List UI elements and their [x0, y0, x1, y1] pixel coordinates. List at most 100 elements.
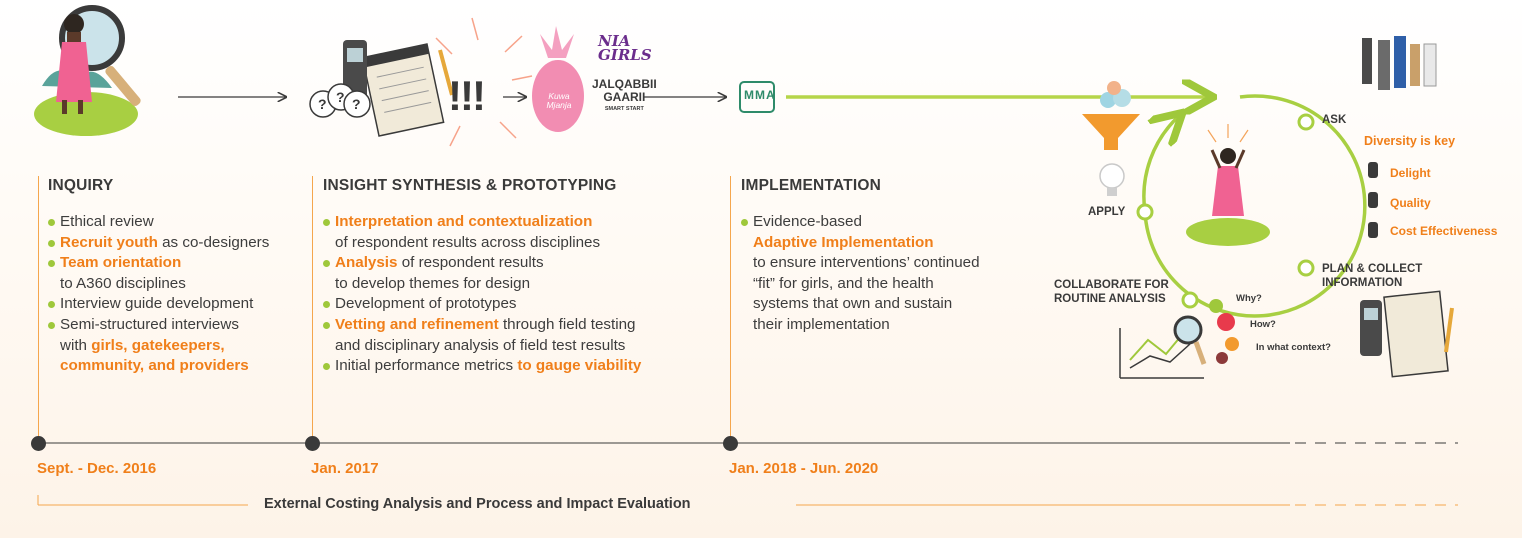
body-text: of respondent results: [397, 254, 544, 272]
phase-title-insight: INSIGHT SYNTHESIS & PROTOTYPING: [323, 177, 617, 194]
bullet-item: Analysis of respondent results: [323, 253, 723, 274]
bullet-item: Semi-structured interviews: [48, 315, 308, 336]
timeline-dot-insight: [305, 436, 320, 451]
highlight-text: Vetting and refinement: [335, 315, 499, 333]
inquiry-girl-icon: [34, 5, 141, 136]
bullet-continuation: of respondent results across disciplines: [323, 233, 723, 254]
cycle-girl-icon: [1186, 124, 1270, 246]
bullet-continuation: and disciplinary analysis of field test …: [323, 336, 723, 357]
nia-girls-logo: NiaGirls: [598, 32, 652, 64]
hand-icons: [1368, 162, 1378, 238]
jalqabbii-logo: JALQABBII GAARII SMART START: [592, 77, 657, 112]
phase-divider-insight: [312, 176, 313, 443]
bullet-dot-icon: [323, 363, 330, 371]
lightbulb-icon: [1099, 163, 1125, 196]
mma-logo-text: MMA: [744, 88, 776, 102]
bullet-continuation: their implementation: [741, 315, 1041, 336]
bullet-item: Initial performance metrics to gauge via…: [323, 356, 723, 377]
bullet-dot-icon: [48, 260, 55, 268]
speech-blobs-icon: [1209, 299, 1239, 364]
question-how: How?: [1250, 319, 1276, 330]
body-text: to ensure interventions’ continued: [753, 254, 980, 272]
diversity-quality: Quality: [1390, 196, 1431, 210]
highlight-text: Team orientation: [60, 254, 182, 272]
bullet-item: Ethical review: [48, 212, 308, 233]
highlight-text: Analysis: [335, 254, 398, 272]
body-text: through field testing: [498, 315, 636, 333]
funnel-icon: [1082, 81, 1140, 150]
bullet-item: Vetting and refinement through field tes…: [323, 315, 723, 336]
bullet-item: Evidence-based: [741, 212, 1041, 233]
bullet-continuation: to develop themes for design: [323, 274, 723, 295]
bullet-dot-icon: [48, 219, 55, 226]
analysis-chart-icon: [1119, 315, 1207, 379]
body-text: with: [60, 336, 92, 354]
highlight-text: Interpretation and contextualization: [335, 213, 593, 230]
bullet-dot-icon: [48, 301, 55, 309]
bullet-item: Development of prototypes: [323, 294, 723, 315]
bullet-dot-icon: [48, 321, 55, 329]
bullet-continuation: to ensure interventions’ continued: [741, 253, 1041, 274]
bullet-dot-icon: [741, 219, 748, 226]
highlight-text: girls, gatekeepers,: [91, 336, 225, 354]
bullet-dot-icon: [48, 239, 55, 247]
evaluation-label: External Costing Analysis and Process an…: [264, 496, 691, 512]
body-text: and disciplinary analysis of field test …: [335, 336, 626, 354]
body-text: “fit” for girls, and the health: [753, 274, 934, 292]
body-text: systems that own and sustain: [753, 295, 953, 313]
bullet-item: Team orientation: [48, 253, 308, 274]
mma-logo: [739, 81, 775, 113]
date-insight: Jan. 2017: [311, 460, 379, 477]
highlight-text: Adaptive Implementation: [753, 233, 934, 251]
body-text: Development of prototypes: [335, 295, 517, 313]
plan-clipboard-icon: [1360, 290, 1454, 378]
svg-text:?: ?: [318, 96, 327, 112]
phase-divider-implementation: [730, 176, 731, 443]
cycle-apply-label: APPLY: [1088, 206, 1126, 218]
bullet-continuation: to A360 disciplines: [48, 274, 308, 295]
bullet-item: Interview guide development: [48, 294, 308, 315]
body-text: Semi-structured interviews: [60, 315, 239, 333]
highlight-text: community, and providers: [60, 357, 249, 375]
timeline-dot-inquiry: [31, 436, 46, 451]
bullet-continuation: community, and providers: [48, 356, 308, 377]
bullet-dot-icon: [323, 260, 330, 268]
cycle-ask-label: ASK: [1322, 114, 1347, 126]
burst-lines-icon: [435, 17, 533, 147]
bullet-continuation: systems that own and sustain: [741, 294, 1041, 315]
body-text: to A360 disciplines: [60, 274, 186, 292]
bullet-dot-icon: [323, 321, 330, 329]
date-implementation: Jan. 2018 - Jun. 2020: [729, 460, 879, 477]
question-context: In what context?: [1256, 342, 1331, 353]
body-text: as co-designers: [157, 233, 270, 251]
exclamation-marks: !!!: [448, 72, 486, 119]
bullet-continuation: Adaptive Implementation: [741, 233, 1041, 254]
question-why: Why?: [1236, 293, 1262, 304]
bullet-item: Interpretation and contextualization: [323, 212, 723, 233]
highlight-text: Recruit youth: [60, 233, 158, 251]
bullet-continuation: with girls, gatekeepers,: [48, 336, 308, 357]
insight-activity-list: Interpretation and contextualization of r…: [323, 212, 723, 377]
bullet-item: Recruit youth as co-designers: [48, 233, 308, 254]
body-text: Evidence-based: [753, 213, 862, 230]
bullet-dot-icon: [323, 301, 330, 309]
phase-title-implementation: IMPLEMENTATION: [741, 177, 881, 194]
body-text: their implementation: [753, 315, 890, 333]
diversity-delight: Delight: [1390, 166, 1431, 180]
question-bubbles-icon: ? ? ?: [309, 83, 371, 118]
diverse-people-icon: [1362, 36, 1437, 90]
kuwa-mjanja-logo: [532, 26, 584, 132]
phase-title-inquiry: INQUIRY: [48, 177, 114, 194]
bullet-dot-icon: [323, 219, 330, 226]
body-text: of respondent results across disciplines: [335, 233, 601, 251]
adaptive-cycle: [1136, 94, 1367, 318]
body-text: to develop themes for design: [335, 274, 531, 292]
diversity-title: Diversity is key: [1364, 134, 1456, 148]
timeline-dot-implementation: [723, 436, 738, 451]
